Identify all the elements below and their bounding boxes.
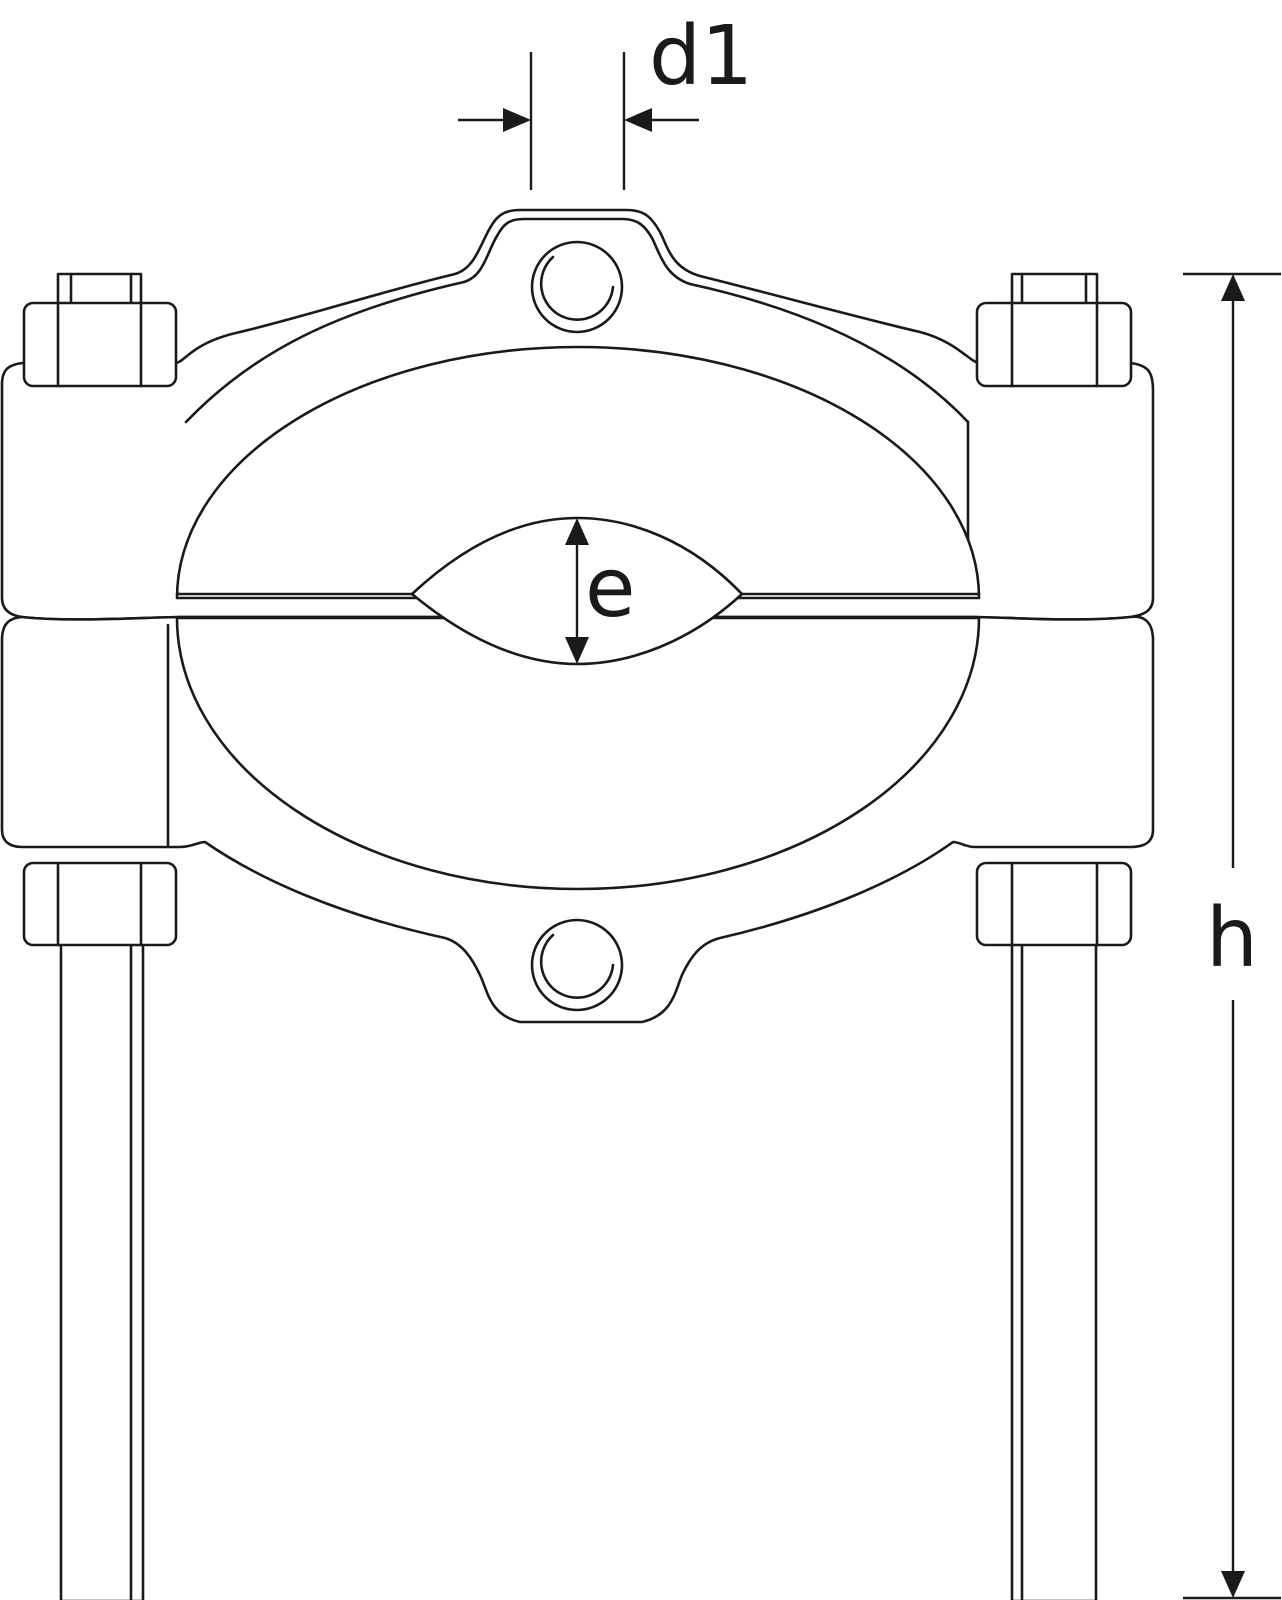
upper-lug-inner-edge: [462, 217, 692, 286]
right-rod: [1010, 923, 1098, 1600]
upper-left-arc: [184, 280, 466, 424]
ellipse-top: [175, 345, 981, 600]
h-arrow-top: [1221, 274, 1245, 301]
e-arrow-bottom: [565, 637, 589, 664]
dimension-h: h: [1183, 272, 1281, 1600]
dimension-d1: d1: [458, 9, 753, 190]
top-left-nut: [22, 272, 178, 388]
h-label: h: [1206, 891, 1258, 986]
d1-arrow-right: [624, 108, 652, 132]
dimension-e: e: [565, 518, 635, 664]
top-right-nut: [975, 272, 1133, 388]
e-label: e: [585, 541, 635, 636]
upper-right-arc: [688, 282, 970, 424]
bottom-right-nut: [975, 861, 1133, 947]
bottom-left-nut: [22, 861, 178, 947]
h-arrow-bottom: [1221, 1571, 1245, 1598]
left-rod: [59, 923, 145, 1600]
bottom-bolt-hole: [530, 918, 624, 1012]
ellipse-bottom: [175, 616, 981, 891]
top-bolt-hole: [530, 240, 624, 334]
e-arrow-top: [565, 518, 589, 545]
d1-label: d1: [649, 9, 753, 104]
d1-arrow-left: [503, 108, 531, 132]
